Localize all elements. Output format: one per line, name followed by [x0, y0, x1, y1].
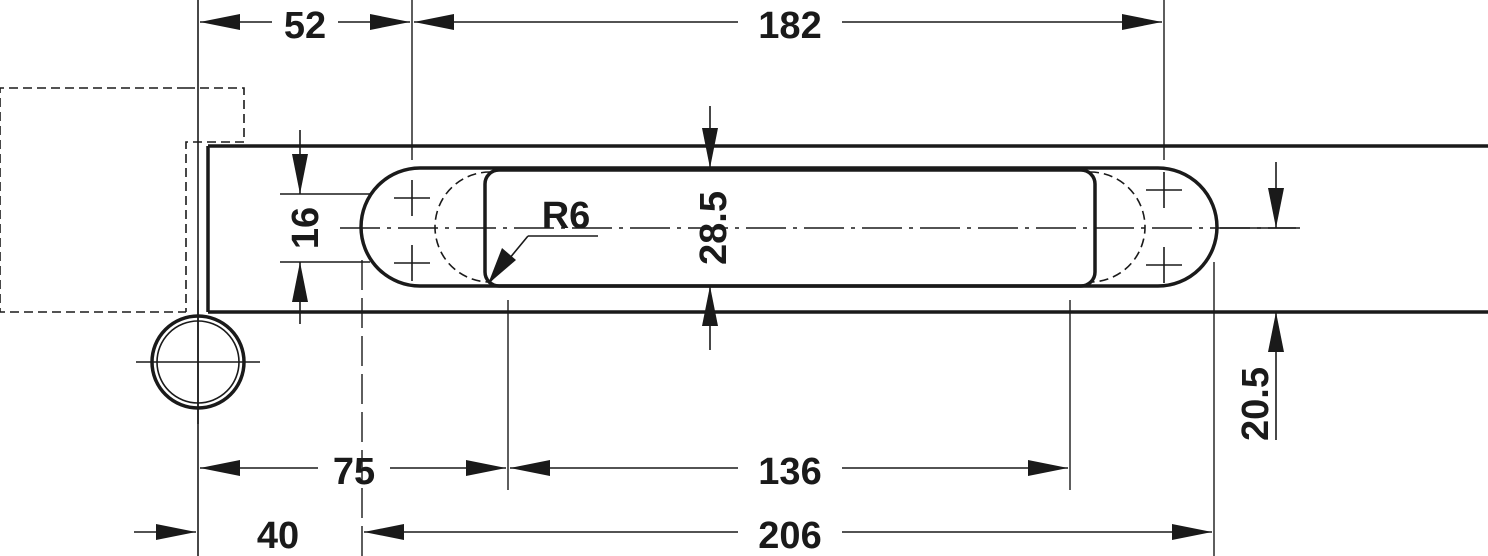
dim-20-5: 20.5 — [1235, 162, 1284, 441]
dim-75: 75 — [200, 451, 506, 493]
dim-label-206: 206 — [758, 515, 821, 556]
dim-206: 206 — [364, 515, 1212, 556]
dim-label-20-5: 20.5 — [1235, 367, 1277, 441]
dim-label-r6: R6 — [542, 195, 591, 237]
left-end-arc — [434, 171, 491, 283]
hinge-pin — [136, 300, 260, 424]
dim-136: 136 — [510, 451, 1068, 493]
dim-label-75: 75 — [333, 451, 375, 493]
extension-lines — [280, 0, 1296, 556]
right-end-arc — [1089, 171, 1146, 283]
outer-recess-slot — [359, 166, 1219, 288]
door-frame-outline — [0, 87, 245, 313]
dim-28-5: 28.5 — [693, 106, 735, 350]
dim-label-40: 40 — [257, 515, 299, 556]
dim-label-136: 136 — [758, 451, 821, 493]
dim-label-52: 52 — [284, 5, 326, 47]
dim-label-16: 16 — [285, 207, 327, 249]
dim-52: 52 — [200, 5, 410, 47]
dim-16: 16 — [285, 130, 327, 324]
dim-r6: R6 — [488, 195, 598, 284]
screw-markers — [394, 172, 1182, 283]
dim-40: 40 — [134, 515, 299, 556]
dim-label-182: 182 — [758, 5, 821, 47]
dim-182: 182 — [414, 5, 1162, 47]
dim-label-28-5: 28.5 — [693, 191, 735, 265]
